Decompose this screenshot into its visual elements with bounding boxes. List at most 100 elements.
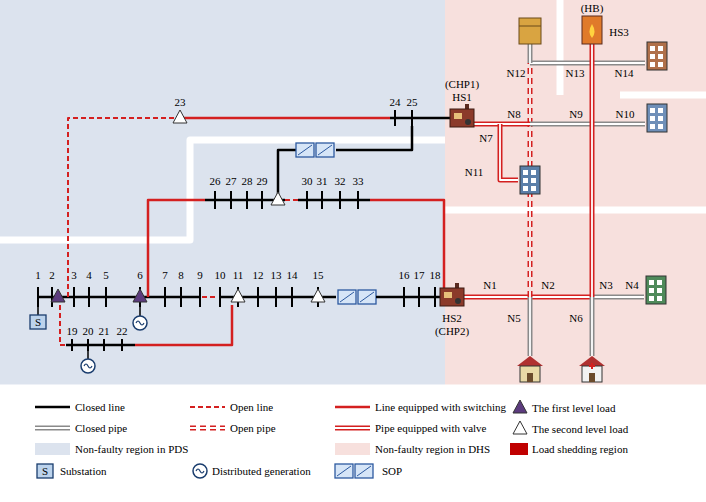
open-line — [285, 199, 298, 201]
bus-tick — [103, 339, 105, 351]
legend-text: The second level load — [532, 424, 628, 435]
open-line — [202, 296, 218, 298]
chp-panel — [444, 292, 452, 298]
switch-line — [135, 305, 232, 345]
building — [646, 276, 666, 304]
label-text: N10 — [616, 109, 635, 120]
label-text: 33 — [353, 176, 364, 187]
label-text: 7 — [162, 270, 168, 281]
window — [657, 288, 662, 293]
label-text: 12 — [253, 270, 264, 281]
substation-lead — [37, 307, 39, 315]
legend-text: The first level load — [532, 403, 615, 414]
label-text: N4 — [625, 280, 638, 291]
bus-tick — [261, 191, 263, 209]
dhs-region — [445, 0, 706, 388]
window — [650, 116, 655, 121]
pipe-outer — [530, 122, 645, 127]
label-text: N9 — [569, 109, 582, 120]
label-text: 27 — [226, 176, 237, 187]
building — [647, 104, 667, 132]
bus-tick — [321, 191, 323, 209]
bus-tick — [394, 110, 396, 126]
legend-swatch — [510, 443, 528, 455]
legend-text: Open line — [230, 402, 273, 413]
pipe-inner — [591, 297, 593, 356]
window — [650, 46, 655, 51]
second-level-load — [311, 289, 325, 302]
pipe-inner — [529, 44, 531, 63]
bus-tick — [88, 287, 90, 307]
generator-symbol — [193, 464, 207, 478]
label-text: N11 — [465, 167, 484, 178]
heat-boiler — [582, 16, 602, 44]
pipe-outer — [528, 44, 533, 63]
pipe-outer — [592, 295, 644, 300]
bus-tick — [306, 191, 308, 209]
pipe-inner — [335, 427, 370, 429]
bus-tick — [230, 191, 232, 209]
window — [649, 288, 654, 293]
chp-unit — [450, 109, 474, 127]
window — [531, 178, 536, 183]
label-text: 16 — [399, 270, 410, 281]
bus-tick — [71, 339, 73, 351]
pipe-outer — [590, 44, 595, 297]
closed-line — [35, 406, 70, 409]
window — [658, 124, 663, 129]
legend-text: Open pipe — [230, 423, 276, 434]
sop-box — [338, 290, 356, 304]
label-text: N2 — [541, 280, 554, 291]
pipe-inner — [500, 124, 518, 180]
label-text: HS2 — [442, 313, 462, 324]
label-text: 26 — [210, 176, 221, 187]
bus-tick — [51, 287, 53, 307]
second-level-load — [231, 289, 245, 302]
legend-swatch — [335, 443, 370, 455]
label-text: 5 — [103, 270, 109, 281]
building — [520, 166, 540, 194]
chp-panel — [454, 113, 462, 119]
chp-unit — [440, 288, 464, 306]
legend-text: Closed line — [75, 402, 125, 413]
sop-mark — [340, 292, 354, 302]
bus-tick — [164, 287, 166, 307]
bus-tick — [214, 191, 216, 209]
label-text: 4 — [86, 270, 92, 281]
label-text: 20 — [83, 326, 94, 337]
label-text: N1 — [483, 280, 496, 291]
label-text: N6 — [569, 313, 582, 324]
label-text: 22 — [117, 326, 128, 337]
label-text: HS3 — [609, 27, 629, 38]
legend-text: Line equipped with switching — [375, 402, 506, 413]
street-band — [445, 207, 706, 214]
boiler-flame — [590, 24, 595, 38]
label-text: N7 — [479, 133, 492, 144]
window — [650, 108, 655, 113]
window — [523, 178, 528, 183]
label-text: 31 — [317, 176, 328, 187]
legend-text: SOP — [382, 466, 402, 477]
generator-symbol — [81, 359, 95, 373]
bus-tick — [199, 287, 201, 307]
label-text: 28 — [242, 176, 253, 187]
pipe-outer — [528, 124, 533, 297]
bus-tick — [339, 191, 341, 209]
door — [589, 373, 595, 382]
first-level-load — [513, 400, 527, 413]
label-text: N14 — [615, 68, 634, 79]
sop-mark — [318, 145, 332, 155]
bus-tick — [411, 110, 413, 126]
sop-box — [358, 290, 376, 304]
bus-tick — [434, 287, 436, 307]
warehouse-band — [519, 26, 541, 27]
label-text: 9 — [197, 270, 203, 281]
label-text: N3 — [599, 280, 612, 291]
open-line — [60, 297, 66, 345]
label-text: S — [35, 317, 41, 328]
pipe-inner — [529, 297, 531, 356]
label-text: 23 — [175, 97, 186, 108]
window — [523, 186, 528, 191]
first-level-load — [133, 289, 147, 302]
sop-box — [296, 143, 314, 157]
